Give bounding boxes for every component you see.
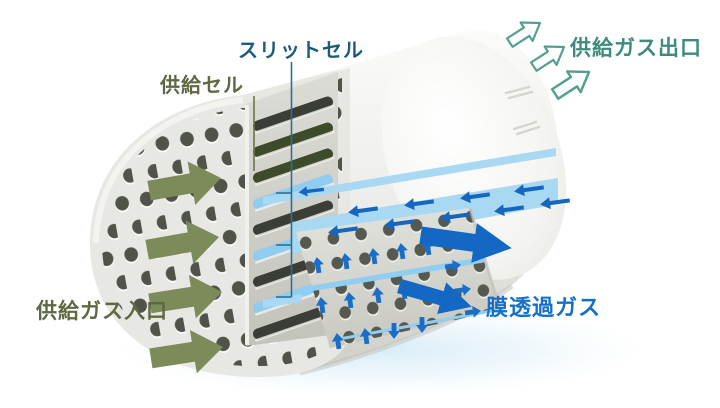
end-cap-slit-marks — [504, 85, 541, 136]
label-supply-gas-outlet: 供給ガス出口 — [569, 36, 702, 60]
label-membrane-permeate-gas: 膜透過ガス — [486, 295, 601, 320]
permeate-ribbon-stub — [263, 294, 302, 308]
face-rim-highlight — [93, 97, 244, 244]
label-slit-cell: スリットセル — [238, 40, 364, 62]
slit-cell-leader — [276, 62, 293, 298]
outlet-arrow-icon — [547, 60, 597, 106]
permeate-ribbon-top — [263, 148, 556, 205]
label-supply-cell: 供給セル — [159, 73, 244, 97]
label-supply-gas-inlet: 供給ガス入口 — [35, 299, 168, 323]
block-right-edge — [468, 207, 502, 311]
